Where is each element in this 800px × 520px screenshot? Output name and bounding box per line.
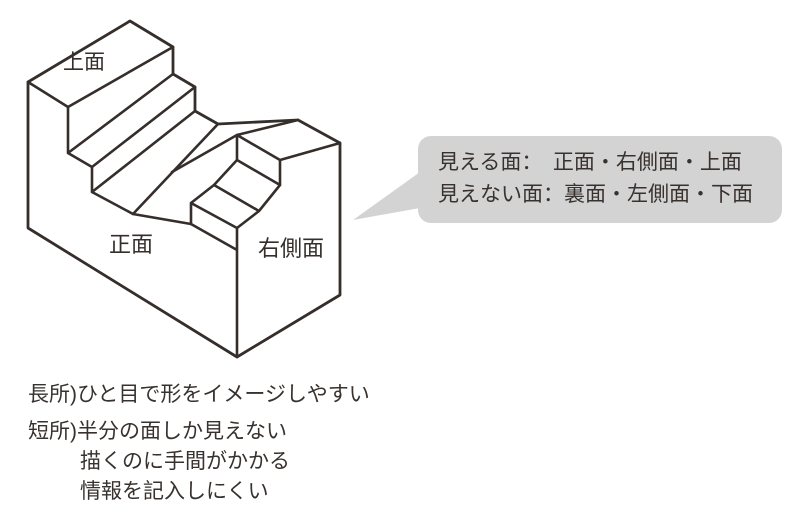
- callout-hidden-faces: 見えない面：裏面・左側面・下面: [438, 183, 753, 206]
- note-pros: 長所)ひと目で形をイメージしやすい: [28, 383, 370, 406]
- top-face-label: 上面: [63, 51, 105, 74]
- callout-visible-faces: 見える面： 正面・右側面・上面: [438, 151, 742, 174]
- block-rightstep-edges: [170, 118, 342, 359]
- callout-tail: [353, 172, 420, 220]
- callout-bubble: [418, 136, 782, 223]
- right-side-face-label: 右側面: [258, 236, 324, 261]
- front-face-label: 正面: [109, 232, 153, 257]
- note-cons-2: 描くのに手間がかかる: [80, 450, 290, 473]
- note-cons-1: 短所)半分の面しか見えない: [28, 420, 287, 443]
- note-cons-3: 情報を記入しにくい: [80, 480, 269, 503]
